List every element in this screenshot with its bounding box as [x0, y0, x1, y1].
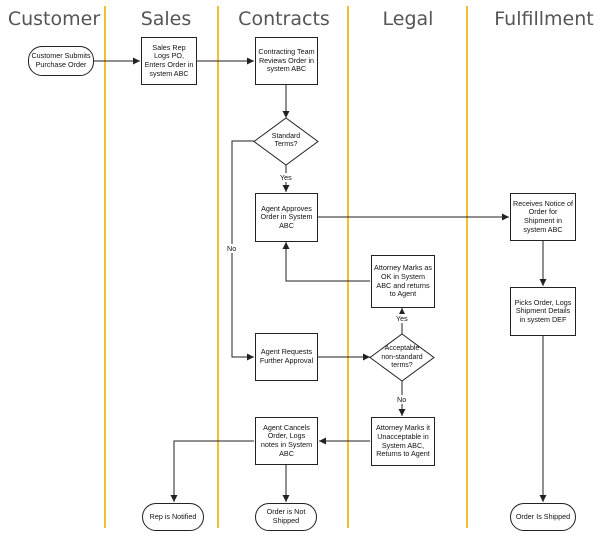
arrow-cancels-to-rep	[170, 440, 254, 502]
lane-divider	[347, 6, 349, 528]
arrow-attorney-ok-to-approves	[282, 242, 370, 282]
lane-title-legal: Legal	[382, 8, 434, 30]
process-agent-cancels: Agent Cancels Order, Logs notes in Syste…	[255, 417, 318, 465]
end-order-not-shipped: Order is Not Shipped	[255, 503, 317, 531]
process-contracting-team: Contracting Team Reviews Order in system…	[255, 37, 318, 85]
process-agent-requests: Agent Requests Further Approval	[255, 333, 318, 381]
process-agent-approves: Agent Approves Order in System ABC	[255, 193, 318, 242]
lane-title-contracts: Contracts	[238, 8, 330, 30]
decision-acceptable-terms	[369, 333, 435, 382]
end-order-shipped: Order Is Shipped	[510, 503, 576, 531]
lane-divider	[217, 6, 219, 528]
label-yes-acceptable: Yes	[395, 314, 409, 323]
process-attorney-unacceptable: Attorney Marks it Unacceptable in System…	[371, 417, 435, 466]
label-yes-standard: Yes	[279, 173, 293, 182]
lane-title-fulfillment: Fulfillment	[494, 8, 594, 30]
process-picks-order: Picks Order, Logs Shipment Details in sy…	[510, 287, 576, 336]
start-customer-submits: Customer Submits Purchase Order	[28, 46, 94, 76]
label-no-acceptable: No	[396, 395, 408, 404]
process-attorney-ok: Attorney Marks as OK in System ABC and r…	[371, 255, 435, 308]
decision-standard-terms	[253, 117, 319, 166]
decision-acceptable-terms-label: Acceptable non-standard terms?	[381, 345, 423, 370]
label-no-standard: No	[226, 244, 238, 253]
process-receives-notice: Receives Notice of Order for Shipment in…	[510, 193, 576, 241]
lane-title-sales: Sales	[140, 8, 192, 30]
lane-title-customer: Customer	[7, 8, 101, 30]
decision-standard-terms-label: Standard Terms?	[271, 132, 301, 149]
end-rep-notified: Rep is Notified	[142, 503, 204, 531]
lane-divider	[466, 6, 468, 528]
process-sales-rep-logs: Sales Rep Logs PO, Enters Order in syste…	[141, 37, 197, 85]
lane-divider	[104, 6, 106, 528]
